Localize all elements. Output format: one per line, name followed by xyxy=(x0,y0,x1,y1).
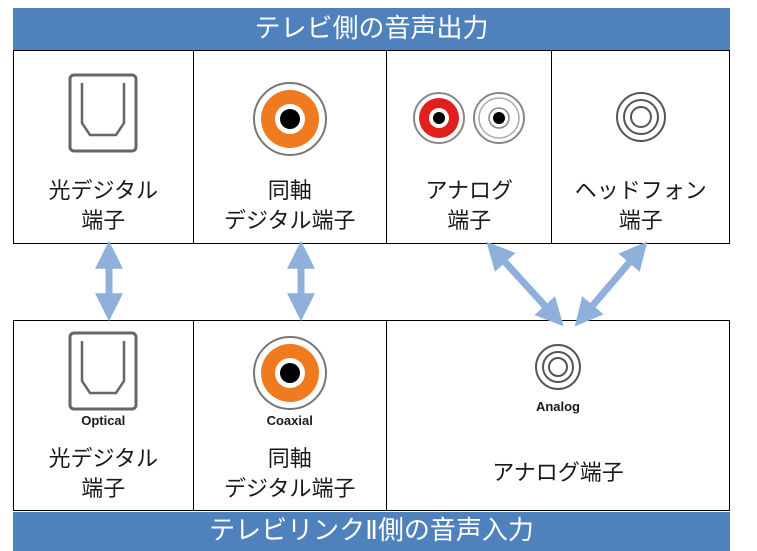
tv-output-analog-label: アナログ端子 xyxy=(425,179,513,234)
analog-jack-icon xyxy=(387,343,729,391)
headphone-connection-arrow xyxy=(574,241,648,327)
optical-port-icon xyxy=(14,331,193,411)
tv-output-banner: テレビ側の音声出力 xyxy=(13,8,730,50)
tv-output-coaxial-label: 同軸デジタル端子 xyxy=(223,179,356,234)
link-input-coaxial-label: 同軸デジタル端子 xyxy=(223,447,356,502)
link-input-optical-label: 光デジタル端子 xyxy=(48,447,159,502)
tv-output-headphone-label: ヘッドフォン端子 xyxy=(574,179,707,234)
link-input-optical: Optical 光デジタル端子 xyxy=(14,321,194,510)
coaxial-sublabel: Coaxial xyxy=(266,413,313,428)
tv-output-coaxial: 同軸デジタル端子 xyxy=(194,51,387,243)
tv-output-row: 光デジタル端子 同軸デジタル端子 xyxy=(13,50,730,244)
analog-rca-port-icon xyxy=(387,91,552,145)
analog-sublabel: Analog xyxy=(535,399,580,414)
link-input-coaxial: Coaxial 同軸デジタル端子 xyxy=(194,321,387,510)
analog-connection-arrow xyxy=(486,241,564,327)
link-input-banner: テレビリンクⅡ側の音声入力 xyxy=(13,512,730,551)
tv-output-optical-label: 光デジタル端子 xyxy=(48,179,159,234)
optical-sublabel: Optical xyxy=(81,413,126,428)
link-input-analog-label: アナログ端子 xyxy=(492,461,624,486)
coaxial-port-icon xyxy=(194,81,386,157)
tv-output-analog: アナログ端子 xyxy=(387,51,553,243)
link-input-row: Optical 光デジタル端子 Coaxial 同軸デジタル端子 Anal xyxy=(13,320,730,511)
tv-output-headphone: ヘッドフォン端子 xyxy=(552,51,729,243)
link-input-analog: Analog アナログ端子 xyxy=(387,321,729,510)
optical-port-icon xyxy=(14,73,193,153)
headphone-jack-icon xyxy=(552,91,729,143)
coaxial-port-icon xyxy=(194,335,386,411)
tv-output-optical: 光デジタル端子 xyxy=(14,51,194,243)
